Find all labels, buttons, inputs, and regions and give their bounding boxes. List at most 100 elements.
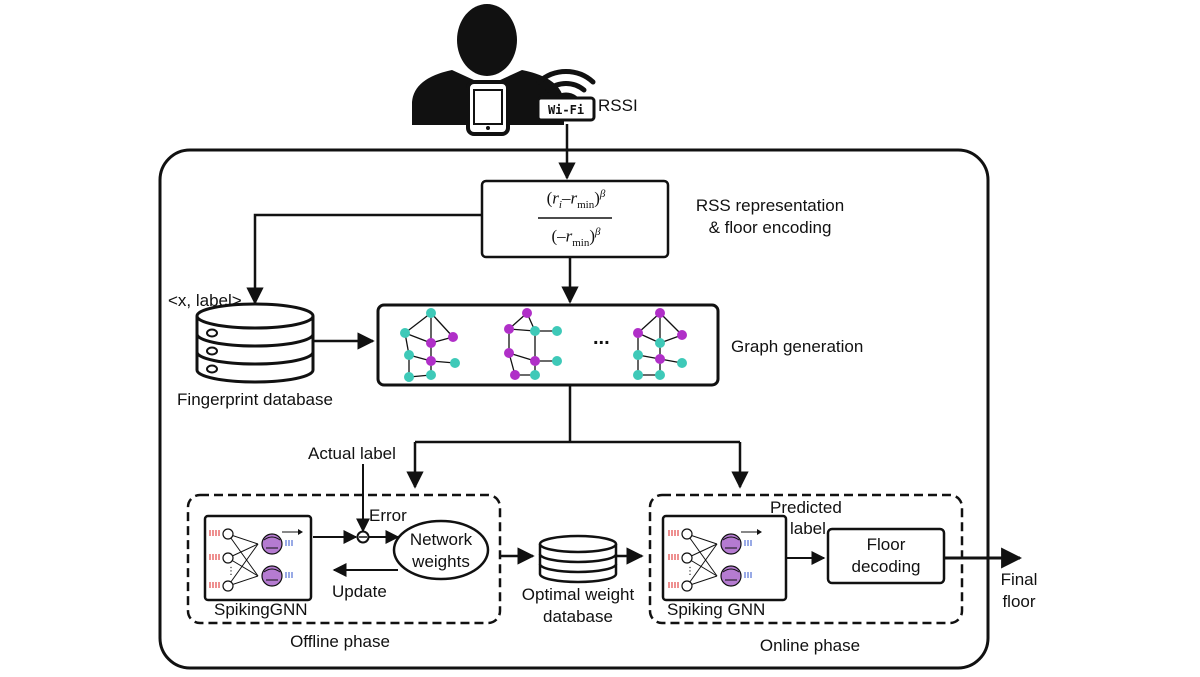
db-led-3 bbox=[206, 364, 218, 374]
graph-node bbox=[404, 372, 414, 382]
rssi-label: RSSI bbox=[598, 96, 638, 115]
offline-phase-box bbox=[186, 493, 502, 625]
graph-node bbox=[633, 370, 643, 380]
offline-phase-label: Offline phase bbox=[290, 632, 390, 651]
tuple-label: <x, label> bbox=[168, 291, 242, 310]
graph-generation-label: Graph generation bbox=[731, 337, 864, 356]
graph-node bbox=[655, 338, 665, 348]
graph-ellipsis: ... bbox=[593, 327, 610, 349]
final-floor-line2: floor bbox=[1002, 592, 1036, 611]
neuron-ellipsis: ⋮ bbox=[685, 566, 695, 577]
network-weights-node bbox=[392, 519, 490, 581]
input-neuron bbox=[681, 580, 693, 592]
offline-snn-block bbox=[203, 514, 313, 602]
graph-edge bbox=[430, 312, 454, 338]
neuron-glyph bbox=[722, 568, 740, 581]
graph-edge bbox=[659, 312, 683, 336]
rss-encoding-block bbox=[480, 179, 670, 259]
predicted-label-line2: label bbox=[790, 519, 826, 538]
synapse-line bbox=[227, 557, 259, 577]
synapse-line bbox=[686, 533, 718, 577]
graph-node bbox=[504, 324, 514, 334]
graph-node bbox=[530, 326, 540, 336]
graph-node bbox=[552, 326, 562, 336]
error-text: Error bbox=[369, 506, 407, 525]
graph-generation-block bbox=[376, 303, 720, 387]
graph-node bbox=[404, 350, 414, 360]
online-snn-icon: ⋮ bbox=[668, 528, 762, 592]
predicted-label-line1: Predicted bbox=[770, 498, 842, 517]
synapse-line bbox=[227, 543, 259, 587]
graph-node bbox=[400, 328, 410, 338]
graph-node bbox=[655, 354, 665, 364]
fraction-numerator: (ri–rmin)β bbox=[546, 188, 606, 212]
graph-node bbox=[448, 332, 458, 342]
smartphone-icon bbox=[466, 80, 510, 136]
graph-node bbox=[426, 338, 436, 348]
input-neuron bbox=[681, 528, 693, 540]
input-neuron bbox=[681, 552, 693, 564]
spiking-neuron bbox=[720, 533, 742, 555]
optimal-weight-database-icon bbox=[538, 534, 618, 584]
graph-node bbox=[426, 356, 436, 366]
network-weights-line2: weights bbox=[412, 552, 470, 571]
floor-decoding-line1: Floor bbox=[866, 535, 906, 554]
graph-node bbox=[522, 308, 532, 318]
synapse-line bbox=[686, 557, 718, 577]
input-neuron bbox=[222, 528, 234, 540]
input-neuron bbox=[222, 552, 234, 564]
graph-node bbox=[504, 348, 514, 358]
network-weights-line1: Network bbox=[409, 530, 473, 549]
encoding-to-database-arrow bbox=[246, 213, 482, 305]
actual-label-text: Actual label bbox=[308, 444, 396, 463]
graph-node bbox=[530, 356, 540, 366]
graph-node bbox=[450, 358, 460, 368]
db-led-1 bbox=[206, 328, 218, 338]
graph-node bbox=[426, 308, 436, 318]
graph-node bbox=[426, 370, 436, 380]
fingerprint-database-label: Fingerprint database bbox=[177, 390, 333, 409]
neuron-glyph bbox=[263, 568, 281, 581]
optimal-db-line1: Optimal weight bbox=[521, 585, 635, 604]
graph-samples bbox=[400, 308, 687, 382]
spiking-neuron bbox=[261, 533, 283, 555]
system-frame bbox=[158, 148, 990, 670]
graph-node bbox=[510, 370, 520, 380]
snn-arrow-head bbox=[298, 529, 303, 535]
neuron-glyph bbox=[263, 536, 281, 549]
graph-node bbox=[677, 358, 687, 368]
online-phase-label: Online phase bbox=[759, 636, 861, 655]
graph-node bbox=[655, 370, 665, 380]
final-floor-line1: Final bbox=[1000, 570, 1038, 589]
rss-label-line2: & floor encoding bbox=[708, 218, 832, 237]
online-model-label: Spiking GNN bbox=[667, 600, 766, 619]
floor-decoding-block bbox=[826, 527, 946, 585]
update-text: Update bbox=[332, 582, 387, 601]
wifi-badge bbox=[536, 96, 596, 122]
spiking-neuron bbox=[720, 565, 742, 587]
offline-model-label: SpikingGNN bbox=[214, 600, 308, 619]
spiking-neuron bbox=[261, 565, 283, 587]
snn-arrow-head bbox=[757, 529, 762, 535]
graph-node bbox=[655, 308, 665, 318]
graph-node bbox=[633, 350, 643, 360]
synapse-line bbox=[686, 543, 718, 587]
rss-label-line1: RSS representation bbox=[695, 196, 845, 215]
neuron-ellipsis: ⋮ bbox=[226, 566, 236, 577]
offline-snn-icon: ⋮ bbox=[209, 528, 303, 592]
graph-node bbox=[530, 370, 540, 380]
graph-node bbox=[552, 356, 562, 366]
wifi-badge-text: Wi-Fi bbox=[548, 103, 584, 117]
synapse-line bbox=[227, 533, 259, 577]
db-led-2 bbox=[206, 346, 218, 356]
neuron-glyph bbox=[722, 536, 740, 549]
optimal-db-line2: database bbox=[543, 607, 613, 626]
fingerprint-database-icon bbox=[195, 302, 315, 384]
floor-decoding-line2: decoding bbox=[851, 557, 921, 576]
graph-node bbox=[677, 330, 687, 340]
fraction-denominator: (–rmin)β bbox=[551, 226, 601, 250]
graph-edge bbox=[404, 312, 432, 334]
graph-node bbox=[633, 328, 643, 338]
input-neuron bbox=[222, 580, 234, 592]
